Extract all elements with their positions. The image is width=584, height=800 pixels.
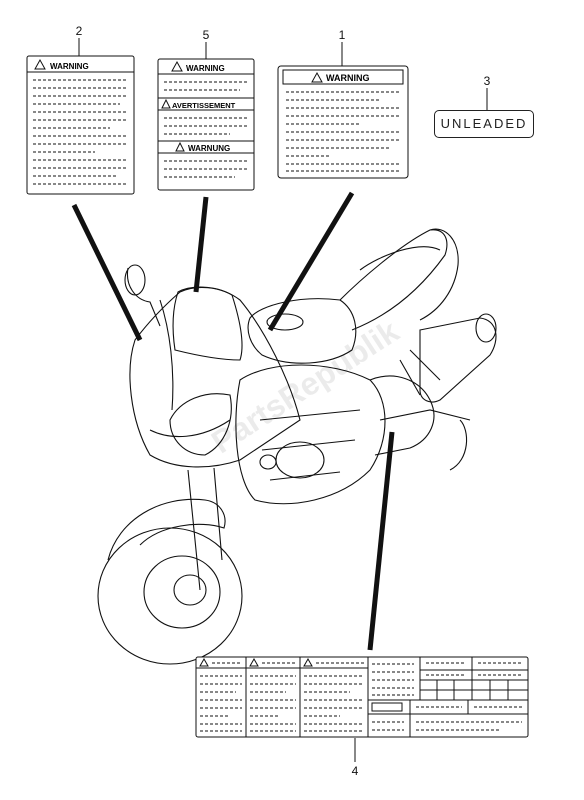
caution-triangle-icon: [161, 98, 171, 109]
warning-label-5: WARNING AVERTISSEMENT WARNUNG: [157, 58, 255, 191]
caution-triangle-icon: [175, 141, 185, 152]
warning-label-2: WARNING: [26, 55, 135, 195]
caution-triangle-icon: [303, 657, 313, 667]
fuel-tank: [247, 298, 357, 364]
headlight: [169, 393, 232, 456]
callout-2: 2: [76, 24, 83, 38]
warning-label-1: WARNING: [277, 65, 409, 179]
engine: [235, 364, 386, 505]
motorcycle-illustration: [97, 228, 497, 665]
label-5-heading-3: WARNUNG: [188, 144, 230, 153]
label-2-heading: WARNING: [50, 62, 89, 71]
label-5-heading-1: WARNING: [186, 64, 225, 73]
callout-1: 1: [339, 28, 346, 42]
callout-numbers: 2 5 1 3 4: [76, 24, 491, 778]
callout-3: 3: [484, 74, 491, 88]
exhaust: [419, 317, 497, 403]
caution-triangle-icon: [199, 657, 209, 667]
front-wheel: [97, 527, 243, 665]
label-1-heading: WARNING: [326, 73, 370, 83]
unleaded-label-3: UNLEADED: [434, 110, 534, 138]
leader-lines: [71, 38, 488, 762]
caution-triangle-icon: [249, 657, 259, 667]
callout-4: 4: [352, 764, 359, 778]
label-5-heading-2: AVERTISSEMENT: [172, 101, 236, 110]
caution-triangle-icon: [311, 71, 323, 83]
spec-label-4: [195, 656, 529, 738]
caution-triangle-icon: [34, 58, 46, 70]
callout-5: 5: [203, 28, 210, 42]
caution-triangle-icon: [171, 60, 183, 72]
